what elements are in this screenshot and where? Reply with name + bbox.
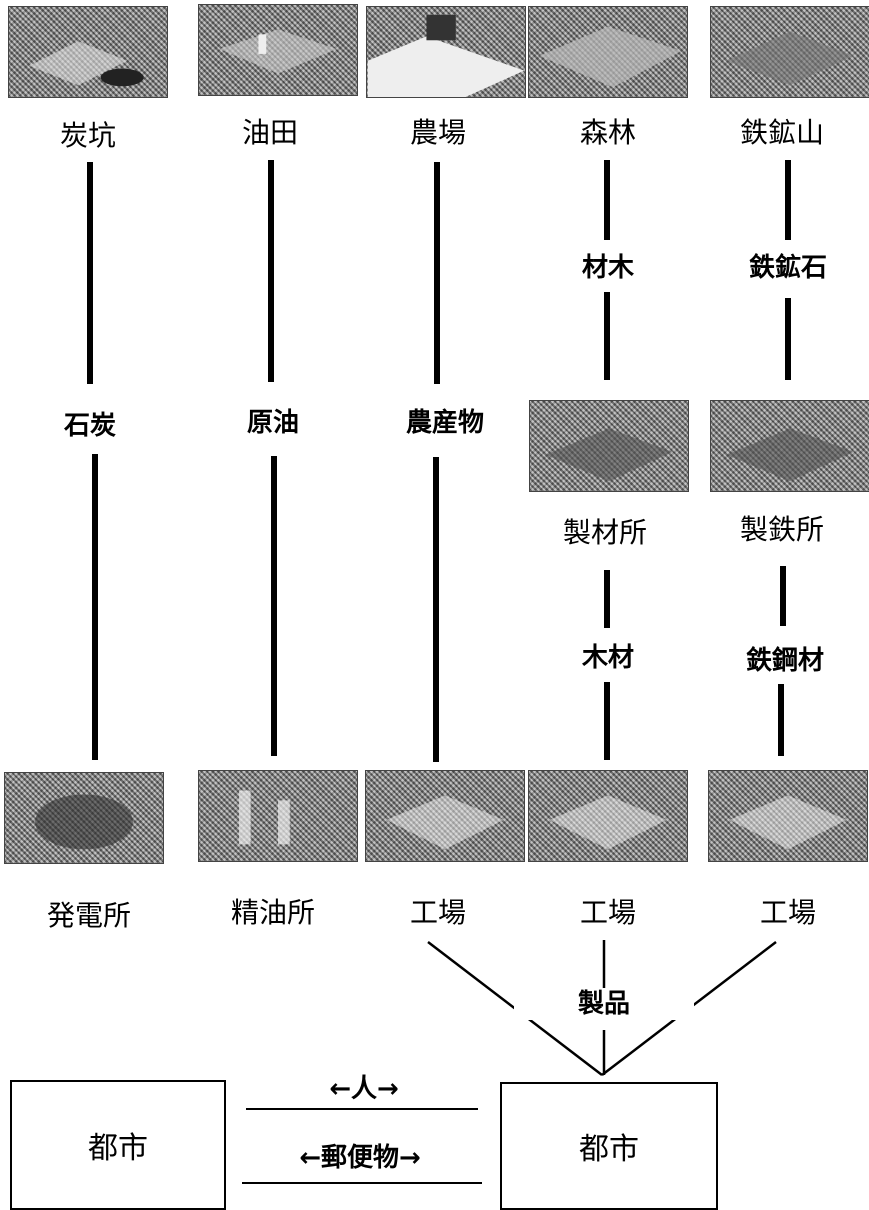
link-steel-mill-to-steel — [780, 566, 786, 626]
steel-mill-image — [710, 400, 869, 492]
resource-coal: 石炭 — [63, 411, 116, 441]
resource-produce: 農産物 — [405, 408, 484, 438]
link-ore-to-steel-mill — [785, 298, 791, 380]
city-name-right: 都市 — [579, 1132, 639, 1167]
consumer-name-refinery: 精油所 — [230, 896, 315, 929]
source-name-farm: 農場 — [409, 116, 466, 149]
source-name-forest: 森林 — [579, 116, 636, 149]
consumer-name-factory-3: 工場 — [759, 896, 816, 929]
exchange-mail-label: ←郵便物→ — [299, 1143, 421, 1173]
link-steel-to-factory — [778, 684, 784, 756]
resource-steel: 鉄鋼材 — [745, 646, 824, 676]
link-crude-to-refinery — [271, 456, 277, 756]
city-box-right: 都市 — [500, 1082, 718, 1210]
link-oil-field-to-crude — [268, 160, 274, 382]
city-box-left: 都市 — [10, 1080, 226, 1210]
iron-mine-image — [710, 6, 869, 98]
processor-name-steel-mill: 製鉄所 — [739, 513, 824, 546]
link-forest-to-lumber — [604, 160, 610, 240]
link-lumber-to-sawmill — [604, 292, 610, 380]
sawmill-image — [529, 400, 689, 492]
link-coal-mine-to-coal — [87, 162, 93, 384]
coal-mine-image — [8, 6, 168, 98]
source-name-iron-mine: 鉄鉱山 — [739, 116, 824, 149]
resource-raw-lumber: 材木 — [581, 253, 634, 283]
oil-field-image — [198, 4, 358, 96]
forest-image — [528, 6, 688, 98]
link-coal-to-power-plant — [92, 454, 98, 760]
factory-image-3 — [708, 770, 868, 862]
city-name-left: 都市 — [88, 1131, 148, 1166]
link-timber-to-factory — [604, 682, 610, 760]
exchange-people-label: ←人→ — [329, 1074, 399, 1104]
factory-image-2 — [528, 770, 688, 862]
consumer-name-factory-1: 工場 — [409, 896, 466, 929]
factory-image-1 — [365, 770, 525, 862]
resource-crude-oil: 原油 — [246, 408, 299, 438]
link-sawmill-to-timber — [604, 570, 610, 628]
link-iron-mine-to-ore — [785, 160, 791, 240]
products-label: 製品 — [514, 988, 694, 1020]
resource-iron-ore: 鉄鉱石 — [748, 253, 827, 283]
power-plant-image — [4, 772, 164, 864]
consumer-name-factory-2: 工場 — [579, 896, 636, 929]
source-name-oil-field: 油田 — [241, 116, 298, 149]
refinery-image — [198, 770, 358, 862]
source-name-coal-mine: 炭坑 — [59, 119, 116, 152]
resource-timber: 木材 — [581, 643, 634, 673]
link-produce-to-factory — [433, 457, 439, 762]
exchange-line-top — [246, 1108, 478, 1110]
processor-name-sawmill: 製材所 — [562, 516, 647, 549]
farm-image — [366, 6, 526, 98]
consumer-name-power-plant: 発電所 — [46, 899, 131, 932]
exchange-line-bottom — [242, 1182, 482, 1184]
link-farm-to-produce — [434, 162, 440, 384]
